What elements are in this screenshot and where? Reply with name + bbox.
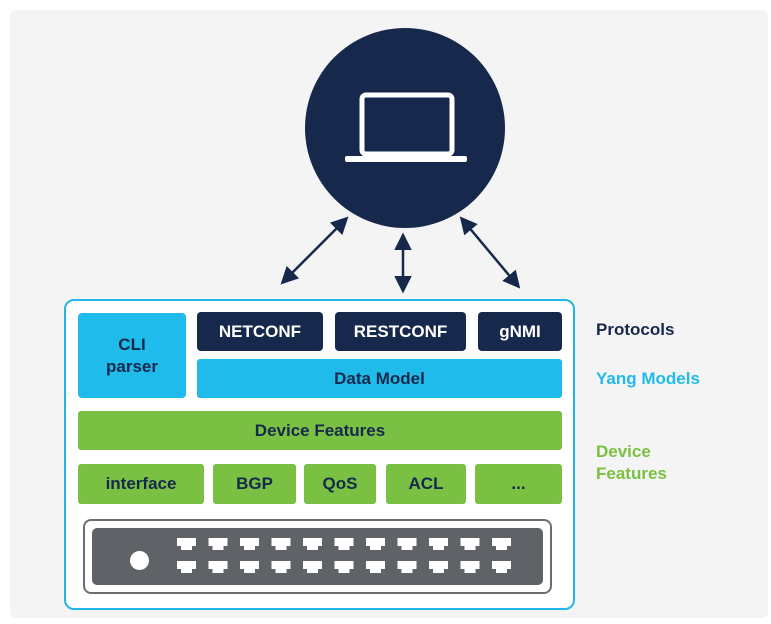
cli-parser-label: CLI parser bbox=[106, 334, 158, 376]
protocol-restconf-label: RESTCONF bbox=[353, 321, 448, 341]
feature-interface-label: interface bbox=[105, 474, 177, 493]
feature-more-label: ... bbox=[511, 474, 526, 493]
laptop-icon bbox=[345, 92, 467, 162]
feature-acl: ACL bbox=[386, 464, 466, 504]
switch-port-icon bbox=[429, 561, 448, 573]
switch-port-icon bbox=[177, 561, 196, 573]
feature-bgp-label: BGP bbox=[236, 474, 273, 493]
client-circle bbox=[305, 28, 505, 228]
cli-parser-box: CLI parser bbox=[78, 313, 186, 398]
switch-port-icon bbox=[208, 538, 228, 550]
legend-yang-models: Yang Models bbox=[596, 369, 700, 388]
switch-port-icon bbox=[334, 538, 354, 550]
feature-more: ... bbox=[475, 464, 562, 504]
feature-qos-label: QoS bbox=[322, 474, 358, 493]
data-model-box: Data Model bbox=[197, 359, 562, 398]
arrow-left bbox=[280, 216, 349, 285]
switch-port-icon bbox=[397, 538, 417, 550]
arrow-right bbox=[459, 216, 521, 289]
switch-port-icon bbox=[366, 538, 385, 550]
protocol-netconf-label: NETCONF bbox=[218, 321, 302, 341]
protocol-gnmi-label: gNMI bbox=[499, 321, 541, 341]
switch-port-icon bbox=[366, 561, 385, 573]
switch-status-led bbox=[130, 551, 149, 570]
protocol-restconf: RESTCONF bbox=[335, 312, 466, 351]
switch-port-icon bbox=[271, 538, 291, 550]
switch-port-icon bbox=[240, 538, 259, 550]
switch-port-icon bbox=[240, 561, 259, 573]
network-switch-icon bbox=[83, 519, 552, 594]
legend-protocols: Protocols bbox=[596, 320, 675, 339]
data-model-label: Data Model bbox=[334, 368, 425, 388]
protocol-gnmi: gNMI bbox=[478, 312, 562, 351]
switch-port-icon bbox=[460, 538, 480, 550]
switch-port-icon bbox=[271, 561, 291, 573]
switch-port-icon bbox=[208, 561, 228, 573]
switch-port-icon bbox=[177, 538, 196, 550]
switch-port-icon bbox=[460, 561, 480, 573]
switch-port-icon bbox=[492, 561, 511, 573]
device-features-bar-label: Device Features bbox=[254, 420, 386, 440]
switch-port-icon bbox=[334, 561, 354, 573]
legend-device-features: Device Features bbox=[596, 442, 667, 483]
feature-acl-label: ACL bbox=[408, 474, 444, 493]
device-features-bar: Device Features bbox=[78, 411, 562, 450]
protocol-netconf: NETCONF bbox=[197, 312, 323, 351]
switch-body bbox=[92, 528, 543, 585]
switch-port-icon bbox=[303, 538, 322, 550]
switch-port-icon bbox=[492, 538, 511, 550]
switch-port-icon bbox=[303, 561, 322, 573]
feature-interface: interface bbox=[78, 464, 204, 504]
feature-qos: QoS bbox=[304, 464, 376, 504]
switch-port-icon bbox=[397, 561, 417, 573]
switch-port-icon bbox=[429, 538, 448, 550]
switch-ports bbox=[177, 538, 511, 573]
feature-bgp: BGP bbox=[213, 464, 296, 504]
